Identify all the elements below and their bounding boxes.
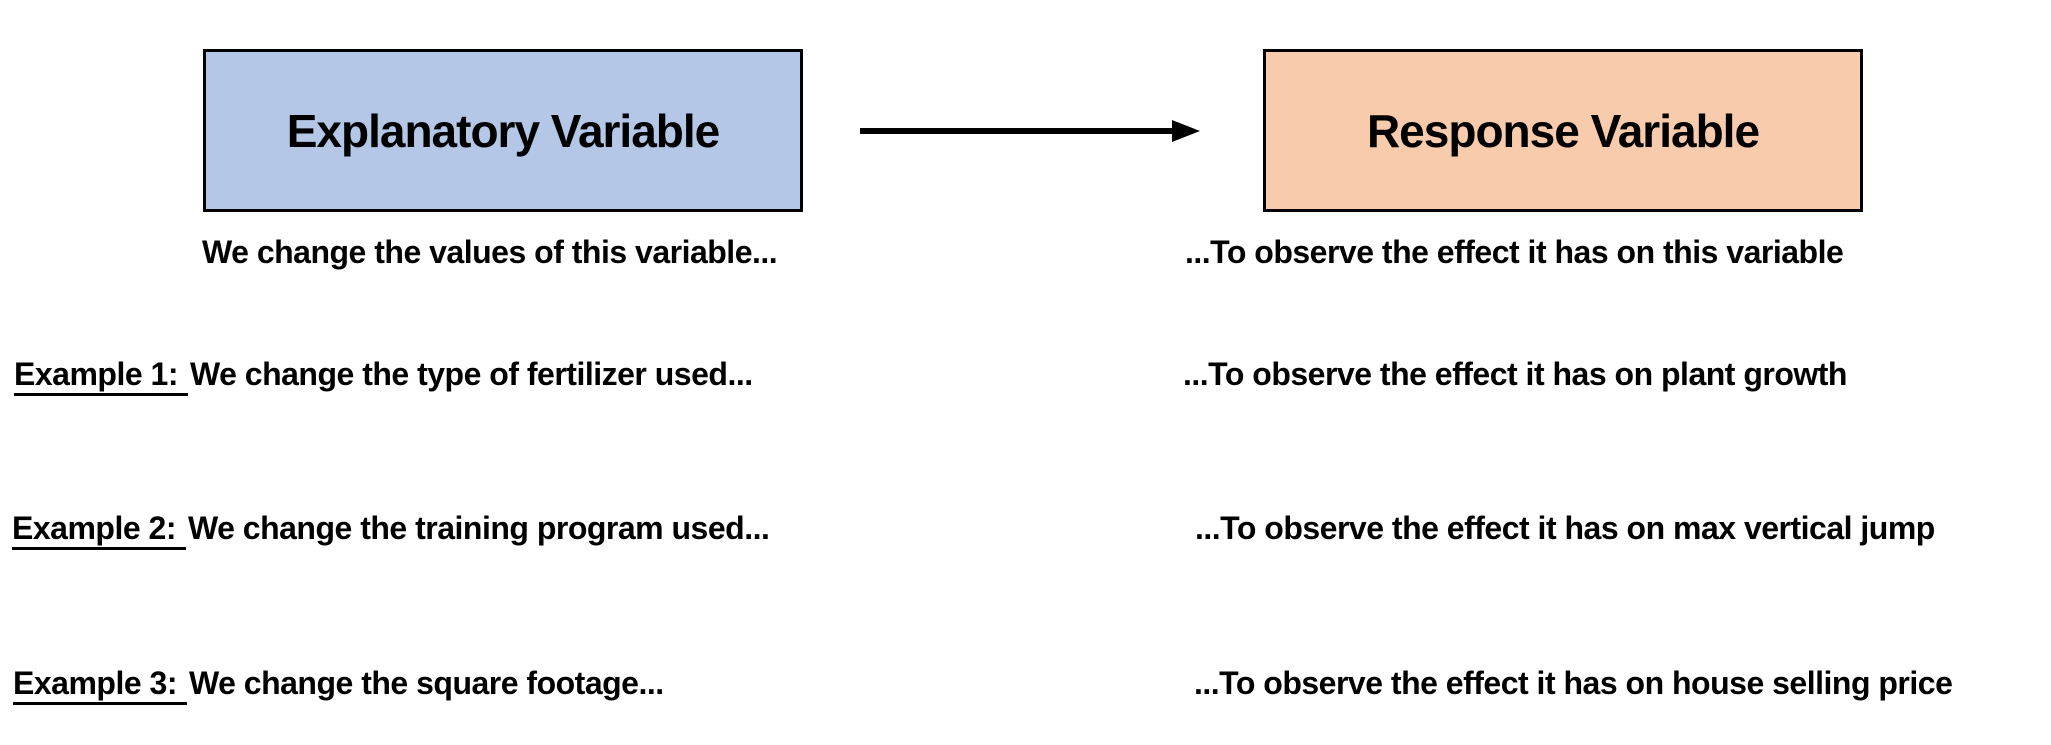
explanatory-variable-box: Explanatory Variable [203, 49, 803, 212]
example-row-3-right: ...To observe the effect it has on house… [1194, 665, 1953, 701]
example-row-2-left: Example 2:We change the training program… [12, 508, 770, 550]
arrow-right-icon [856, 113, 1206, 149]
example-row-1-right: ...To observe the effect it has on plant… [1183, 356, 1847, 392]
example-row-1-left: Example 1:We change the type of fertiliz… [14, 354, 753, 396]
example-2-left-text: We change the training program used... [187, 510, 770, 546]
example-1-label: Example 1: [14, 356, 188, 396]
example-2-label: Example 2: [12, 510, 186, 550]
explanatory-variable-label: Explanatory Variable [286, 104, 721, 157]
example-row-3-left: Example 3:We change the square footage..… [13, 663, 664, 705]
response-variable-label: Response Variable [1366, 104, 1760, 157]
example-3-label: Example 3: [13, 665, 187, 705]
example-row-2-right: ...To observe the effect it has on max v… [1195, 510, 1935, 546]
response-caption: ...To observe the effect it has on this … [1185, 234, 1844, 270]
example-3-left-text: We change the square footage... [188, 665, 664, 701]
response-variable-box: Response Variable [1263, 49, 1863, 212]
arrow-right-svg [860, 120, 1200, 142]
example-1-left-text: We change the type of fertilizer used... [189, 356, 753, 392]
explanatory-caption: We change the values of this variable... [202, 234, 778, 270]
